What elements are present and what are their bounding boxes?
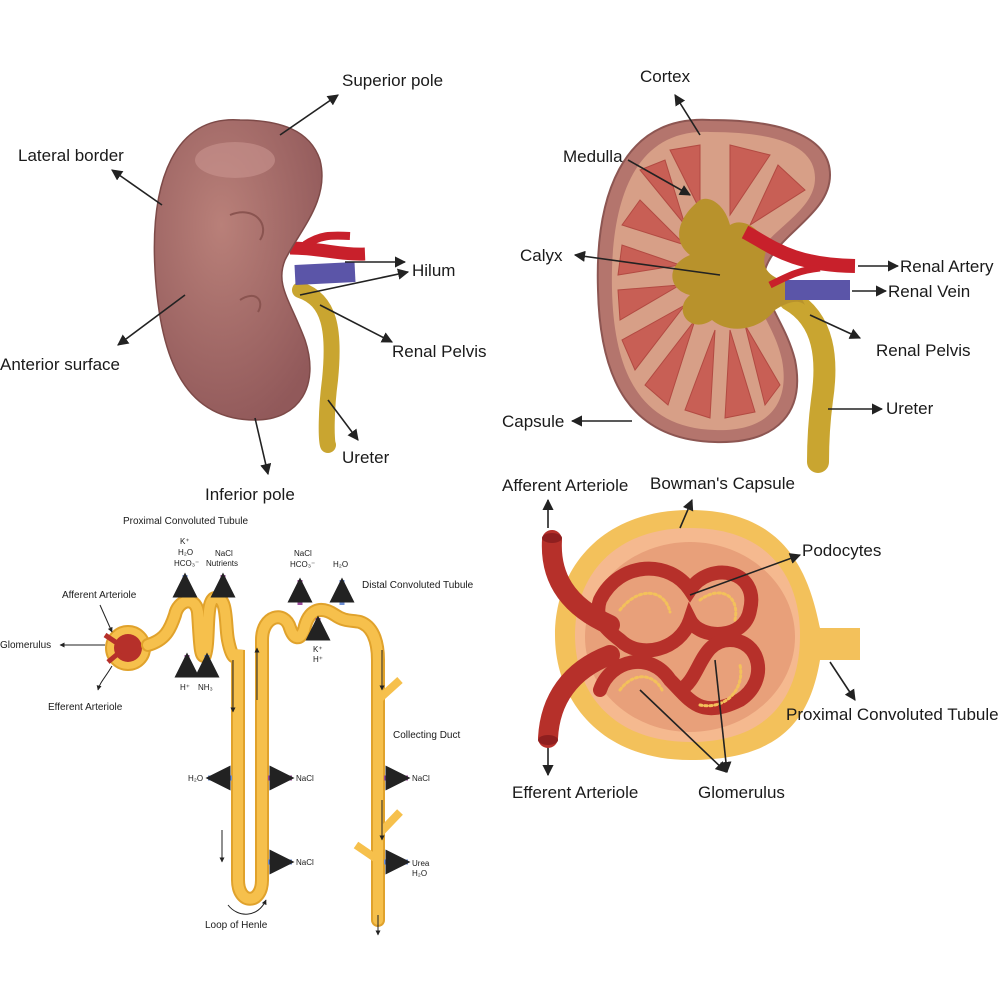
duct-branch (353, 841, 381, 864)
label-capsule: Capsule (502, 412, 564, 431)
pointer-corpuscle-proximal (829, 661, 856, 701)
label-loop-of-henle: Loop of Henle (205, 920, 268, 931)
pointer-nephron-efferent (96, 665, 113, 691)
artery-branch-2 (768, 264, 821, 289)
label-dct-hco3: HCO₃⁻ (290, 560, 315, 569)
label-nephron-efferent: Efferent Arteriole (48, 702, 123, 713)
pointer-medulla (627, 159, 691, 196)
label-loop-nacl-2: NaCl (296, 858, 314, 867)
pointer-anterior-surface (117, 294, 186, 346)
label-proximal-tubule: Proximal Convoluted Tubule (123, 516, 249, 527)
pointer-section-renal-pelvis (809, 314, 862, 339)
ureter-illustration (292, 282, 340, 453)
nephron-tubule-fill (143, 593, 383, 925)
renal-vein-illustration (294, 262, 356, 285)
label-superior-pole: Superior pole (342, 71, 443, 90)
afferent-vessel (103, 632, 122, 648)
pointer-glomerulus-1 (639, 689, 727, 773)
label-nephron-glomerulus: Glomerulus (0, 640, 51, 651)
kidney-highlight (195, 142, 275, 178)
label-bowmans-capsule: Bowman's Capsule (650, 474, 795, 493)
renal-corpuscle-panel: Afferent Arteriole Bowman's Capsule Podo… (502, 474, 999, 802)
label-dct-k: K⁺ (313, 645, 323, 654)
kidney-section-panel: Cortex Medulla Calyx Renal Artery Renal … (502, 67, 994, 473)
pointer-renal-pelvis (319, 304, 393, 343)
pointer-calyx (573, 250, 721, 276)
label-renal-vein: Renal Vein (888, 282, 970, 301)
pointer-lateral-border (111, 169, 163, 206)
label-distal-tubule: Distal Convoluted Tubule (362, 580, 474, 591)
label-loop-h2o: H₂O (188, 774, 203, 783)
label-cd-h2o: H₂O (412, 869, 427, 878)
medulla-pyramids (617, 144, 806, 419)
label-pct-nutrients: Nutrients (206, 559, 238, 568)
artery-branch (302, 231, 351, 249)
nephron-panel: Proximal Convoluted Tubule Distal Convol… (0, 516, 474, 936)
pointer-superior-pole (279, 94, 339, 136)
nephron-glomerulus (114, 634, 142, 662)
label-lateral-border: Lateral border (18, 146, 124, 165)
label-hilum: Hilum (412, 261, 455, 280)
label-dct-h2o: H₂O (333, 560, 348, 569)
label-cortex: Cortex (640, 67, 691, 86)
label-collecting-duct: Collecting Duct (393, 730, 460, 741)
arteriole-opening (538, 735, 558, 745)
efferent-vessel (106, 650, 122, 664)
label-pct-nacl: NaCl (215, 549, 233, 558)
pointer-ureter (327, 399, 359, 441)
label-medulla: Medulla (563, 147, 623, 166)
renal-artery-illustration (289, 241, 366, 261)
pointer-glomerulus-2 (714, 659, 732, 774)
label-renal-pelvis: Renal Pelvis (392, 342, 487, 361)
corpuscle-efferent-arteriole (538, 645, 620, 748)
pointer-podocytes (689, 553, 802, 596)
label-anterior-surface: Anterior surface (0, 355, 120, 374)
kidney-external-illustration (153, 119, 323, 421)
arteriole-opening (542, 533, 562, 543)
label-corpuscle-proximal: Proximal Convoluted Tubule (786, 705, 999, 724)
label-podocytes: Podocytes (802, 541, 881, 560)
label-pct-k: K⁺ (180, 537, 190, 546)
duct-branch (375, 677, 403, 703)
label-pct-nh3: NH₃ (198, 683, 213, 692)
label-loop-nacl: NaCl (296, 774, 314, 783)
kidney-fold (239, 294, 262, 313)
label-ureter: Ureter (342, 448, 390, 467)
pointer-nephron-afferent (99, 604, 113, 633)
label-corpuscle-efferent: Efferent Arteriole (512, 783, 638, 802)
label-nephron-afferent: Afferent Arteriole (62, 590, 137, 601)
label-calyx: Calyx (520, 246, 563, 265)
kidney-fold (229, 211, 265, 241)
label-pct-h: H⁺ (180, 683, 190, 692)
glomerular-tuft (591, 561, 765, 716)
pointer-hilum-2 (299, 268, 410, 296)
section-calyx-pelvis (672, 198, 805, 329)
label-section-ureter: Ureter (886, 399, 934, 418)
label-renal-artery: Renal Artery (900, 257, 994, 276)
pointer-inferior-pole (254, 417, 272, 476)
pointer-bowmans-capsule (679, 498, 694, 529)
external-kidney-panel: Superior pole Lateral border Hilum Anter… (0, 71, 487, 504)
corpuscle-afferent-arteriole (541, 530, 620, 635)
label-section-renal-pelvis: Renal Pelvis (876, 341, 971, 360)
pointer-cortex (674, 94, 701, 136)
label-dct-h: H⁺ (313, 655, 323, 664)
label-inferior-pole: Inferior pole (205, 485, 295, 504)
flow-arrow-loop (227, 899, 267, 915)
label-pct-h2o: H₂O (178, 548, 193, 557)
section-renal-artery (741, 225, 856, 273)
label-corpuscle-afferent: Afferent Arteriole (502, 476, 628, 495)
label-cd-urea: Urea (412, 859, 430, 868)
section-ureter (779, 289, 836, 473)
label-pct-hco3: HCO₃⁻ (174, 559, 199, 568)
label-cd-nacl: NaCl (412, 774, 430, 783)
label-dct-nacl: NaCl (294, 549, 312, 558)
label-corpuscle-glomerulus: Glomerulus (698, 783, 785, 802)
